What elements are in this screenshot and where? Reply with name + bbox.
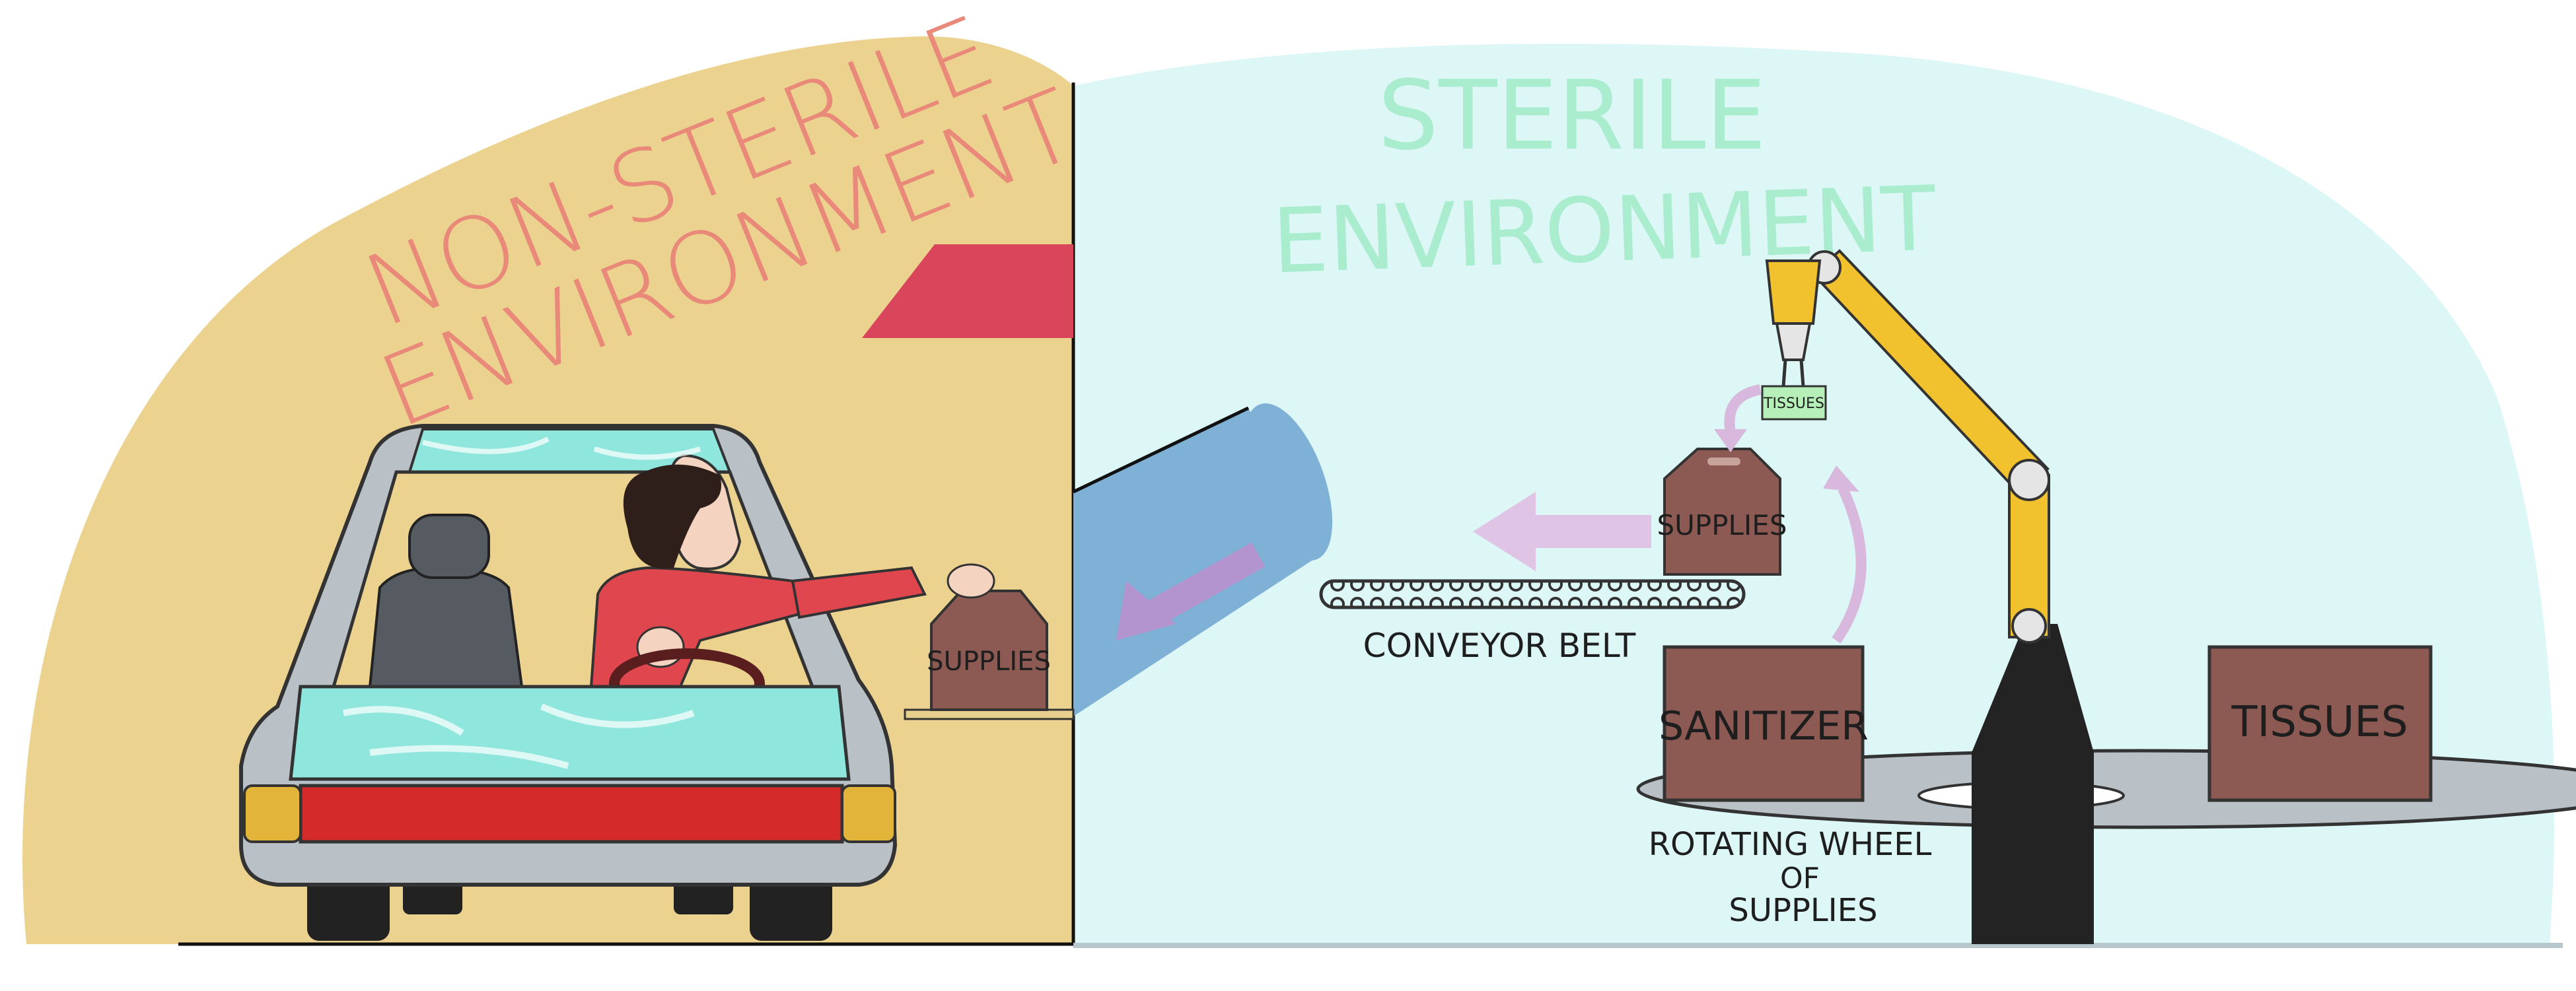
belt-supplies-box: SUPPLIES xyxy=(1657,448,1787,576)
chute-arrow xyxy=(1116,542,1266,640)
sterile-title-line1: STERILE xyxy=(1378,60,1766,172)
sterile-zone-background xyxy=(1073,44,2555,945)
robot-arm-elbow-joint xyxy=(2008,459,2050,501)
tissues-box-label: TISSUES xyxy=(2231,698,2408,747)
car-supplies-box: SUPPLIES xyxy=(927,590,1051,711)
robot-arm xyxy=(1765,249,2050,644)
conveyor-belt xyxy=(1319,579,1746,609)
car-tail-light-bar xyxy=(299,784,844,844)
belt-supplies-box-label: SUPPLIES xyxy=(1657,509,1787,541)
car-supplies-box-label: SUPPLIES xyxy=(927,646,1051,677)
belt-direction-arrow xyxy=(1473,492,1651,571)
robot-gripper xyxy=(1765,259,1822,325)
robot-arm-lower-joint xyxy=(2011,608,2047,644)
wheel-label-line3: SUPPLIES xyxy=(1729,892,1877,929)
lift-arrow xyxy=(1832,486,1867,644)
car-seat xyxy=(368,566,524,688)
drop-arrow xyxy=(1724,384,1762,434)
tissues-box: TISSUES xyxy=(2207,645,2433,802)
gripper-tissues-tag: TISSUES xyxy=(1761,385,1827,421)
gripper-tissues-tag-label: TISSUES xyxy=(1763,395,1824,412)
car-hood xyxy=(289,685,851,781)
wheel-label-line1: ROTATING WHEEL xyxy=(1649,826,1932,863)
sanitizer-box-label: SANITIZER xyxy=(1659,703,1869,749)
car xyxy=(239,424,995,941)
supply-chute xyxy=(1072,403,1333,716)
window-ledge xyxy=(904,708,1075,720)
car-light-right xyxy=(841,784,896,843)
conveyor-belt-label: CONVEYOR BELT xyxy=(1363,627,1636,665)
car-light-left xyxy=(243,784,302,843)
sanitizer-box: SANITIZER xyxy=(1659,645,1869,802)
wheel-label-line2: OF xyxy=(1780,862,1820,895)
robot-arm-base xyxy=(1972,624,2094,944)
window-awning xyxy=(862,244,1073,338)
